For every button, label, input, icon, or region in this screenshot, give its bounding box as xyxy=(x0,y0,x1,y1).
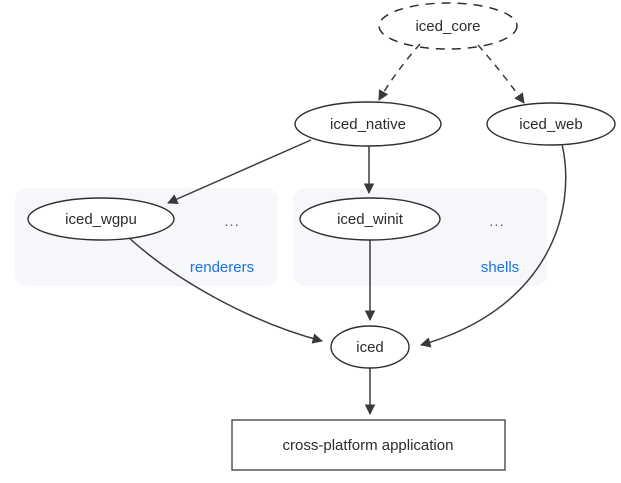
node-iced-winit[interactable]: iced_winit xyxy=(299,197,441,241)
node-label-cross-platform-application: cross-platform application xyxy=(283,437,454,454)
edge-iced-core-to-iced-native xyxy=(378,43,421,101)
edge-iced-native-to-iced-wgpu xyxy=(167,139,312,204)
node-label-iced-wgpu: iced_wgpu xyxy=(65,211,137,228)
node-iced-wgpu[interactable]: iced_wgpu xyxy=(27,197,175,241)
node-label-iced: iced xyxy=(356,339,384,356)
edge-iced-wgpu-to-iced xyxy=(127,236,324,344)
group-label-renderers: renderers xyxy=(190,259,254,276)
node-cross-platform-application[interactable]: cross-platform application xyxy=(231,419,506,471)
node-label-iced-winit: iced_winit xyxy=(337,211,404,228)
node-shape-iced-wgpu xyxy=(27,197,175,241)
node-iced-core[interactable]: iced_core xyxy=(378,2,518,50)
ellipsis-shells-more: ... xyxy=(489,213,505,230)
node-shape-iced-core xyxy=(378,2,518,50)
node-shape-iced xyxy=(330,325,410,369)
node-iced-web[interactable]: iced_web xyxy=(486,102,616,146)
ellipsis-renderers-more: ... xyxy=(224,213,240,230)
node-iced-native[interactable]: iced_native xyxy=(294,101,442,147)
node-label-iced-native: iced_native xyxy=(330,116,406,133)
node-shape-iced-web xyxy=(486,102,616,146)
node-shape-iced-native xyxy=(294,101,442,147)
node-label-iced-web: iced_web xyxy=(519,116,582,133)
edge-iced-web-to-iced xyxy=(419,143,567,348)
node-iced[interactable]: iced xyxy=(330,325,410,369)
group-label-shells: shells xyxy=(481,259,519,276)
node-shape-cross-platform-application xyxy=(231,419,506,471)
node-label-iced-core: iced_core xyxy=(415,18,480,35)
edge-iced-core-to-iced-web xyxy=(477,44,525,104)
node-shape-iced-winit xyxy=(299,197,441,241)
